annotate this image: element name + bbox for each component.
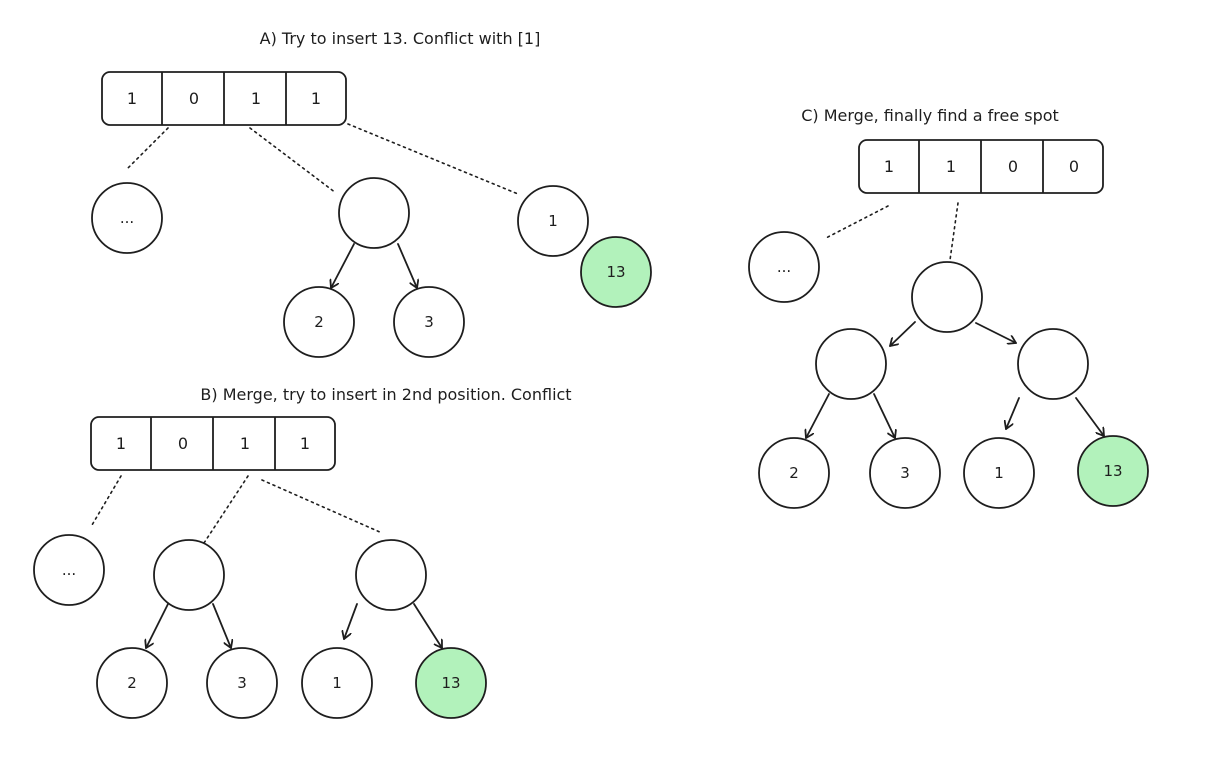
panel-a-leaf-label: 2 bbox=[314, 313, 324, 331]
panel-b-pointer-line bbox=[203, 475, 249, 544]
panel-b-title: B) Merge, try to insert in 2nd position.… bbox=[200, 385, 571, 404]
panel-c-inner-node bbox=[815, 328, 887, 400]
panel-b-new-label: 13 bbox=[441, 674, 460, 692]
panel-b-inner-node bbox=[153, 539, 225, 611]
panel-c-leaf-node bbox=[758, 437, 830, 509]
panel-b-cell-3: 1 bbox=[240, 434, 250, 453]
panel-c-tree-arrow bbox=[806, 393, 830, 439]
panel-a-tree-arrow bbox=[331, 243, 355, 289]
panel-c-title: C) Merge, finally find a free spot bbox=[801, 106, 1059, 125]
panel-b-new-node bbox=[415, 647, 487, 719]
panel-c-new-label: 13 bbox=[1103, 462, 1122, 480]
panel-b-cell-1: 1 bbox=[116, 434, 126, 453]
panel-b-ellipsis-node bbox=[33, 534, 105, 606]
panel-b-pointer-line bbox=[261, 479, 383, 534]
panel-a-tree-arrow bbox=[397, 243, 417, 289]
panel-a-pointer-line bbox=[347, 123, 519, 195]
panel-a-leaf-label: 3 bbox=[424, 313, 434, 331]
panel-c-new-node bbox=[1077, 435, 1149, 507]
panel-a-leaf-node bbox=[283, 286, 355, 358]
panel-b-tree-arrow bbox=[344, 603, 358, 640]
panel-b-tree-arrow bbox=[146, 603, 169, 649]
panel-b-inner-node bbox=[355, 539, 427, 611]
panel-a-leaf-node bbox=[393, 286, 465, 358]
panel-c-cell-4: 0 bbox=[1069, 157, 1079, 176]
panel-c-leaf-label: 3 bbox=[900, 464, 910, 482]
panel-b-leaf-label: 1 bbox=[332, 674, 342, 692]
panel-b-tree-arrow bbox=[212, 603, 231, 649]
panel-a-new-node bbox=[580, 236, 652, 308]
panel-a-cell-2: 0 bbox=[189, 89, 199, 108]
panel-a-bit-array: 1 0 1 1 bbox=[101, 71, 347, 126]
panel-c-leaf-label: 1 bbox=[994, 464, 1004, 482]
panel-b-pointer-line bbox=[91, 475, 122, 526]
panel-a-new-label: 13 bbox=[606, 263, 625, 281]
panel-a-cell-3: 1 bbox=[251, 89, 261, 108]
panel-b-leaf-label: 3 bbox=[237, 674, 247, 692]
panel-c-tree-arrow bbox=[975, 322, 1017, 343]
panel-b-tree-arrow bbox=[413, 603, 443, 649]
panel-b-bit-array: 1 0 1 1 bbox=[90, 416, 336, 471]
panel-c-tree-arrow bbox=[889, 321, 916, 347]
panel-a-pointer-line bbox=[249, 127, 337, 194]
panel-c-cell-1: 1 bbox=[884, 157, 894, 176]
panel-c-cell-2: 1 bbox=[946, 157, 956, 176]
panel-b-leaf-node bbox=[301, 647, 373, 719]
panel-c-root-node bbox=[911, 261, 983, 333]
panel-a-pointer-line bbox=[125, 127, 169, 171]
panel-a-existing-node bbox=[517, 185, 589, 257]
panel-c-cell-3: 0 bbox=[1008, 157, 1018, 176]
panel-a-cell-1: 1 bbox=[127, 89, 137, 108]
panel-c-tree-arrow bbox=[1075, 397, 1105, 437]
panel-b-ellipsis-label: ... bbox=[62, 561, 76, 579]
panel-c: C) Merge, finally find a free spot 1 1 0… bbox=[748, 106, 1149, 509]
panel-c-leaf-node bbox=[963, 437, 1035, 509]
panel-b-cell-2: 0 bbox=[178, 434, 188, 453]
panel-b: B) Merge, try to insert in 2nd position.… bbox=[33, 385, 572, 719]
panel-c-bit-array: 1 1 0 0 bbox=[858, 139, 1104, 194]
panel-c-ellipsis-node bbox=[748, 231, 820, 303]
panel-b-leaf-node bbox=[206, 647, 278, 719]
panel-a-existing-label: 1 bbox=[548, 212, 558, 230]
panel-a-cell-4: 1 bbox=[311, 89, 321, 108]
panel-a-title: A) Try to insert 13. Conflict with [1] bbox=[260, 29, 541, 48]
panel-b-leaf-node bbox=[96, 647, 168, 719]
panel-c-tree-arrow bbox=[873, 393, 895, 439]
panel-c-leaf-label: 2 bbox=[789, 464, 799, 482]
panel-a: A) Try to insert 13. Conflict with [1] 1… bbox=[91, 29, 652, 358]
panel-c-tree-arrow bbox=[1006, 397, 1020, 430]
panel-a-ellipsis-node bbox=[91, 182, 163, 254]
panel-b-cell-4: 1 bbox=[300, 434, 310, 453]
panel-c-pointer-line bbox=[949, 202, 959, 261]
panel-b-leaf-label: 2 bbox=[127, 674, 137, 692]
panel-c-ellipsis-label: ... bbox=[777, 258, 791, 276]
panel-a-ellipsis-label: ... bbox=[120, 209, 134, 227]
panel-a-inner-node bbox=[338, 177, 410, 249]
panel-c-pointer-line bbox=[825, 205, 889, 239]
panel-c-leaf-node bbox=[869, 437, 941, 509]
panel-c-inner-node bbox=[1017, 328, 1089, 400]
